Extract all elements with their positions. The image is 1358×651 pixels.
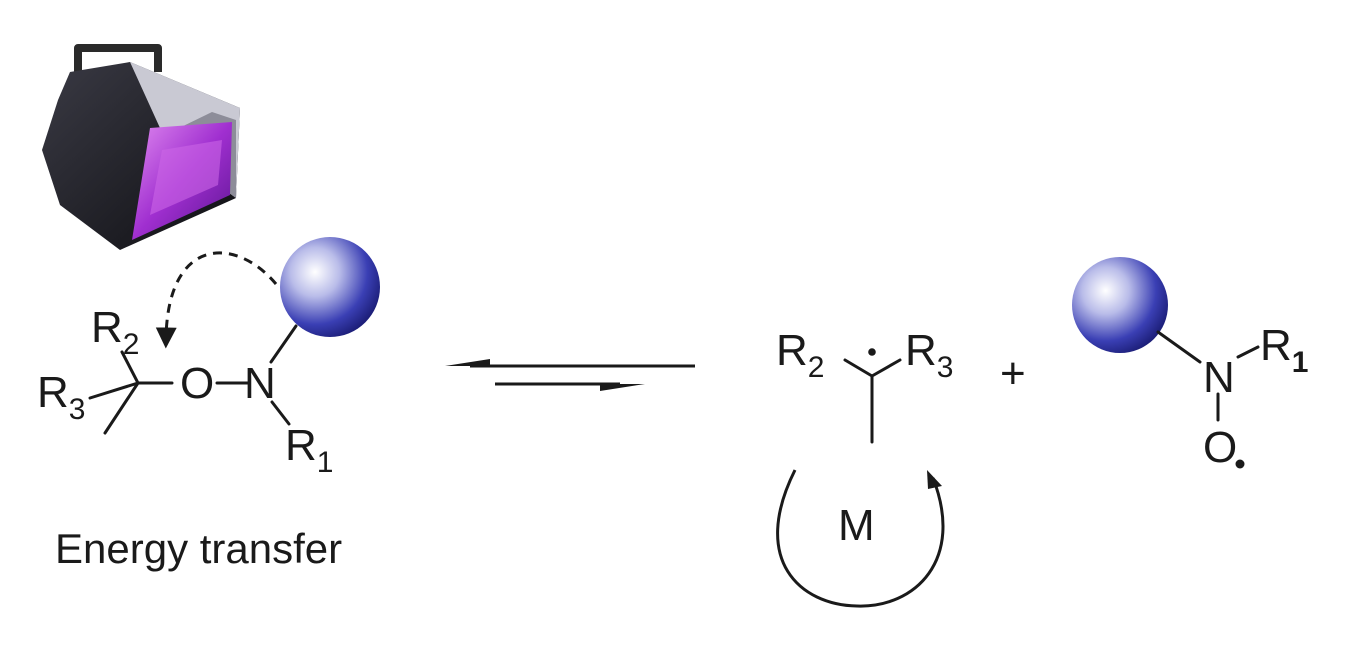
atom-n: N	[244, 359, 276, 408]
atom-r3: R3	[37, 368, 85, 426]
alkoxyamine-molecule: R2 R3 O N R1	[37, 237, 380, 479]
nitroxide-atom-o: O	[1203, 423, 1237, 472]
polymer-sphere-icon	[280, 237, 380, 337]
polymer-sphere-icon	[1072, 257, 1168, 353]
atom-r2: R2	[91, 303, 139, 361]
energy-transfer-arrow	[155, 251, 278, 349]
equilibrium-arrows	[445, 359, 695, 391]
monomer-cycle-arrow	[776, 469, 945, 608]
monomer-label: M	[838, 501, 875, 550]
nitroxide-molecule: N R1 O	[1072, 257, 1308, 472]
nitroxide-radical-dot	[1235, 459, 1245, 469]
atom-o: O	[180, 359, 214, 408]
radical-atom-r2: R2	[776, 326, 824, 384]
atom-r1: R1	[285, 421, 333, 479]
plus-sign: +	[1000, 349, 1026, 398]
nitroxide-atom-r1: R1	[1260, 321, 1308, 379]
nitroxide-atom-n: N	[1203, 353, 1235, 402]
carbon-radical: R2 R3 M	[776, 326, 953, 608]
radical-atom-r3: R3	[905, 326, 953, 384]
radical-dot	[868, 348, 876, 356]
uv-lamp-icon	[42, 44, 240, 250]
energy-transfer-caption: Energy transfer	[55, 525, 342, 572]
